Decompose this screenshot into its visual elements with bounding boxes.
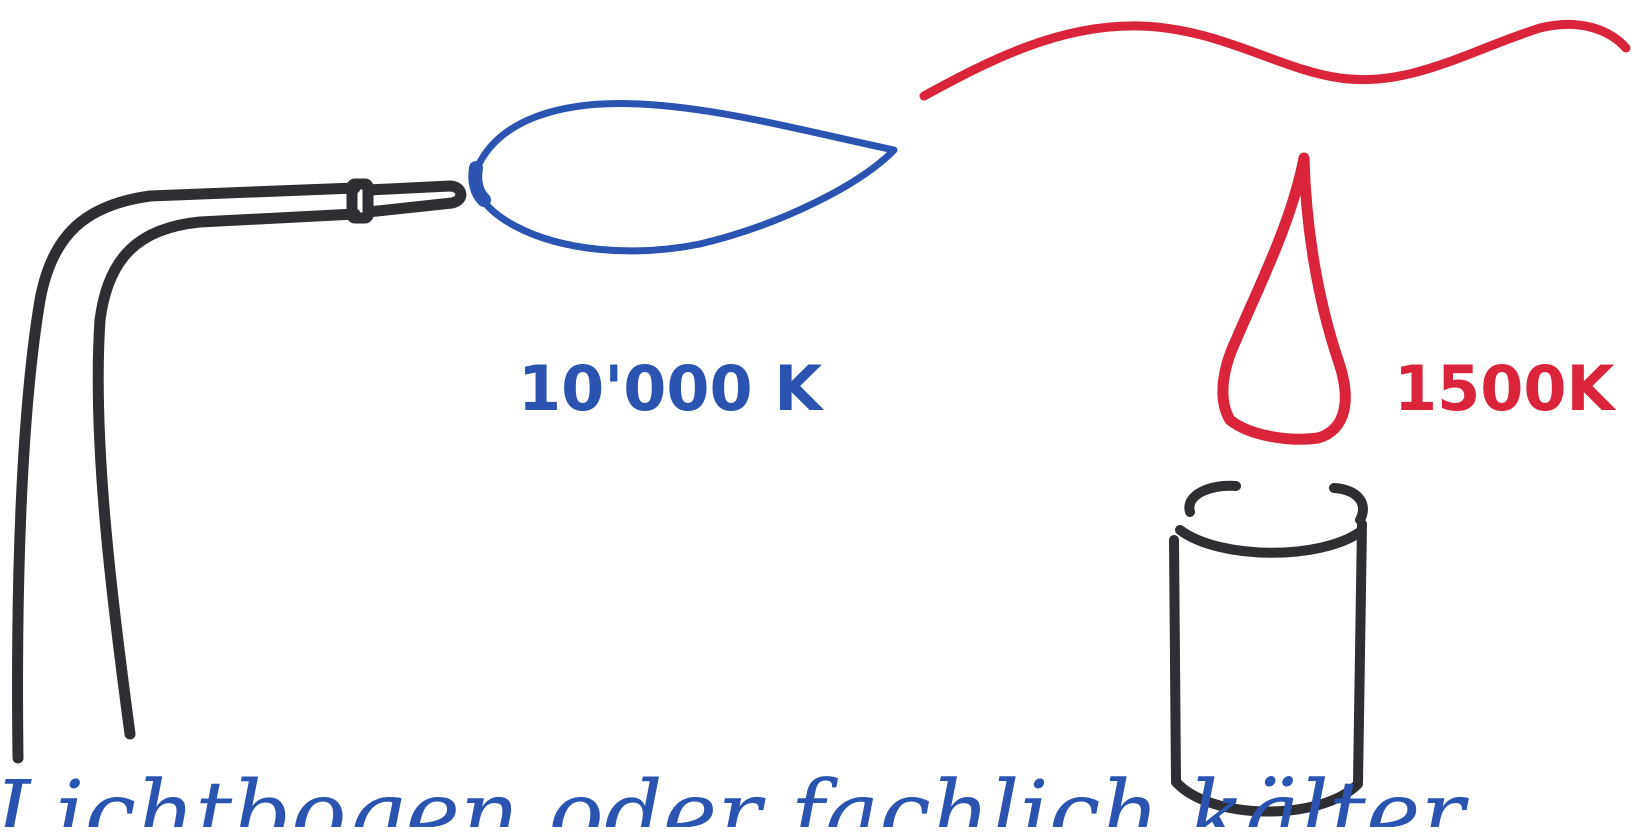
gas-torch-icon — [18, 184, 461, 758]
torch-hose-outer — [18, 188, 355, 758]
caption-text: Lichtbogen oder fachlich kälter — [0, 761, 1469, 827]
candle-temperature-label: 1500K — [1394, 352, 1617, 425]
torch-nozzle-tip — [368, 186, 461, 212]
red-flame-icon — [1223, 158, 1345, 439]
heat-wave-icon — [924, 24, 1626, 96]
flame-base-mark — [475, 168, 484, 200]
candle-left-side — [1174, 540, 1176, 782]
torch-hose-inner — [98, 214, 355, 734]
torch-temperature-label: 10'000 K — [518, 352, 824, 425]
candle-top-rim — [1189, 486, 1363, 520]
blue-flame-icon — [476, 104, 894, 251]
candle-top-lip — [1180, 530, 1360, 553]
candle-right-side — [1358, 524, 1362, 782]
